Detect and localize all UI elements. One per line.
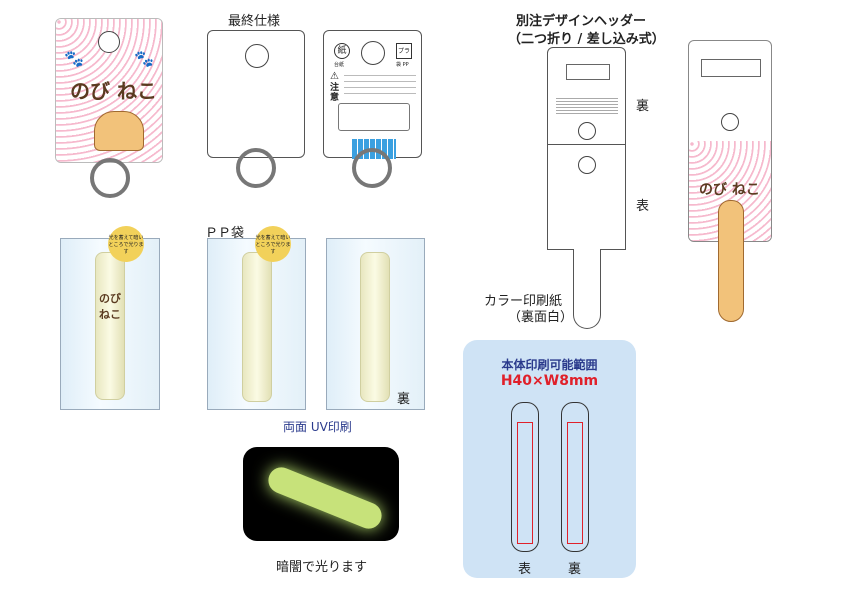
title-custom-header: 別注デザインヘッダー	[516, 14, 647, 29]
title-final-spec: 最終仕様	[228, 14, 281, 29]
paper-label: 台紙	[334, 62, 345, 68]
product-name: のび ねこ	[699, 182, 760, 198]
warning-icon: ⚠	[330, 71, 339, 82]
hang-tag: 光を蓄えて暗いところで光ります	[255, 226, 291, 262]
paw-icon: 🐾	[134, 49, 154, 68]
keyring	[90, 158, 130, 198]
title-custom-header-sub: （二つ折り / 差し込み式）	[508, 32, 665, 47]
glow-stick	[360, 252, 390, 402]
header-card-back: 紙 台紙 プラ 袋 PP ⚠ 注意	[323, 30, 422, 159]
glow-photo	[243, 447, 399, 541]
paper-sub-label: （裏面白）	[508, 310, 574, 325]
glow-stick	[95, 252, 125, 400]
warning-text	[344, 73, 416, 99]
paper-label: カラー印刷紙	[484, 294, 563, 309]
print-area-title: 本体印刷可能範囲	[501, 358, 598, 372]
paper-recycle-icon: 紙	[334, 43, 350, 59]
glow-stick	[242, 252, 272, 402]
stick-print: のび ねこ	[99, 292, 121, 321]
pp-label: 袋 PP	[396, 62, 409, 68]
keyring	[352, 148, 392, 188]
print-area-panel: 本体印刷可能範囲 H40×W8mm 表 裏	[463, 340, 636, 578]
glow-caption: 暗闇で光ります	[276, 560, 368, 575]
stick-outline-back	[561, 402, 589, 552]
header-tongue	[573, 249, 601, 329]
product-name: のび ねこ	[70, 79, 157, 103]
front-label: 表	[518, 562, 532, 577]
paw-icon: 🐾	[64, 49, 84, 68]
stick-outline-front	[511, 402, 539, 552]
hang-tag: 光を蓄えて暗いところで光ります	[108, 226, 144, 262]
uv-print-label: 両面 UV印刷	[283, 420, 352, 434]
header-card-front	[207, 30, 305, 158]
back-label: 裏	[397, 392, 411, 407]
front-side-label: 表	[636, 199, 650, 214]
warning-label: 注意	[330, 83, 340, 103]
custom-header-sample: のび ねこ	[688, 40, 772, 242]
keyring	[236, 148, 276, 188]
pp-recycle-icon: プラ	[396, 43, 412, 59]
back-label: 裏	[568, 562, 582, 577]
print-area-size: H40×W8mm	[500, 373, 599, 389]
back-side-label: 裏	[636, 99, 650, 114]
folded-header-back	[547, 47, 626, 145]
header-card-sample: 🐾 🐾 のび ねこ	[55, 18, 163, 163]
cat-tail	[718, 200, 744, 322]
pp-bag-label: ＰＰ袋	[205, 226, 245, 241]
label-box	[338, 103, 410, 131]
cat-illustration	[94, 111, 144, 151]
